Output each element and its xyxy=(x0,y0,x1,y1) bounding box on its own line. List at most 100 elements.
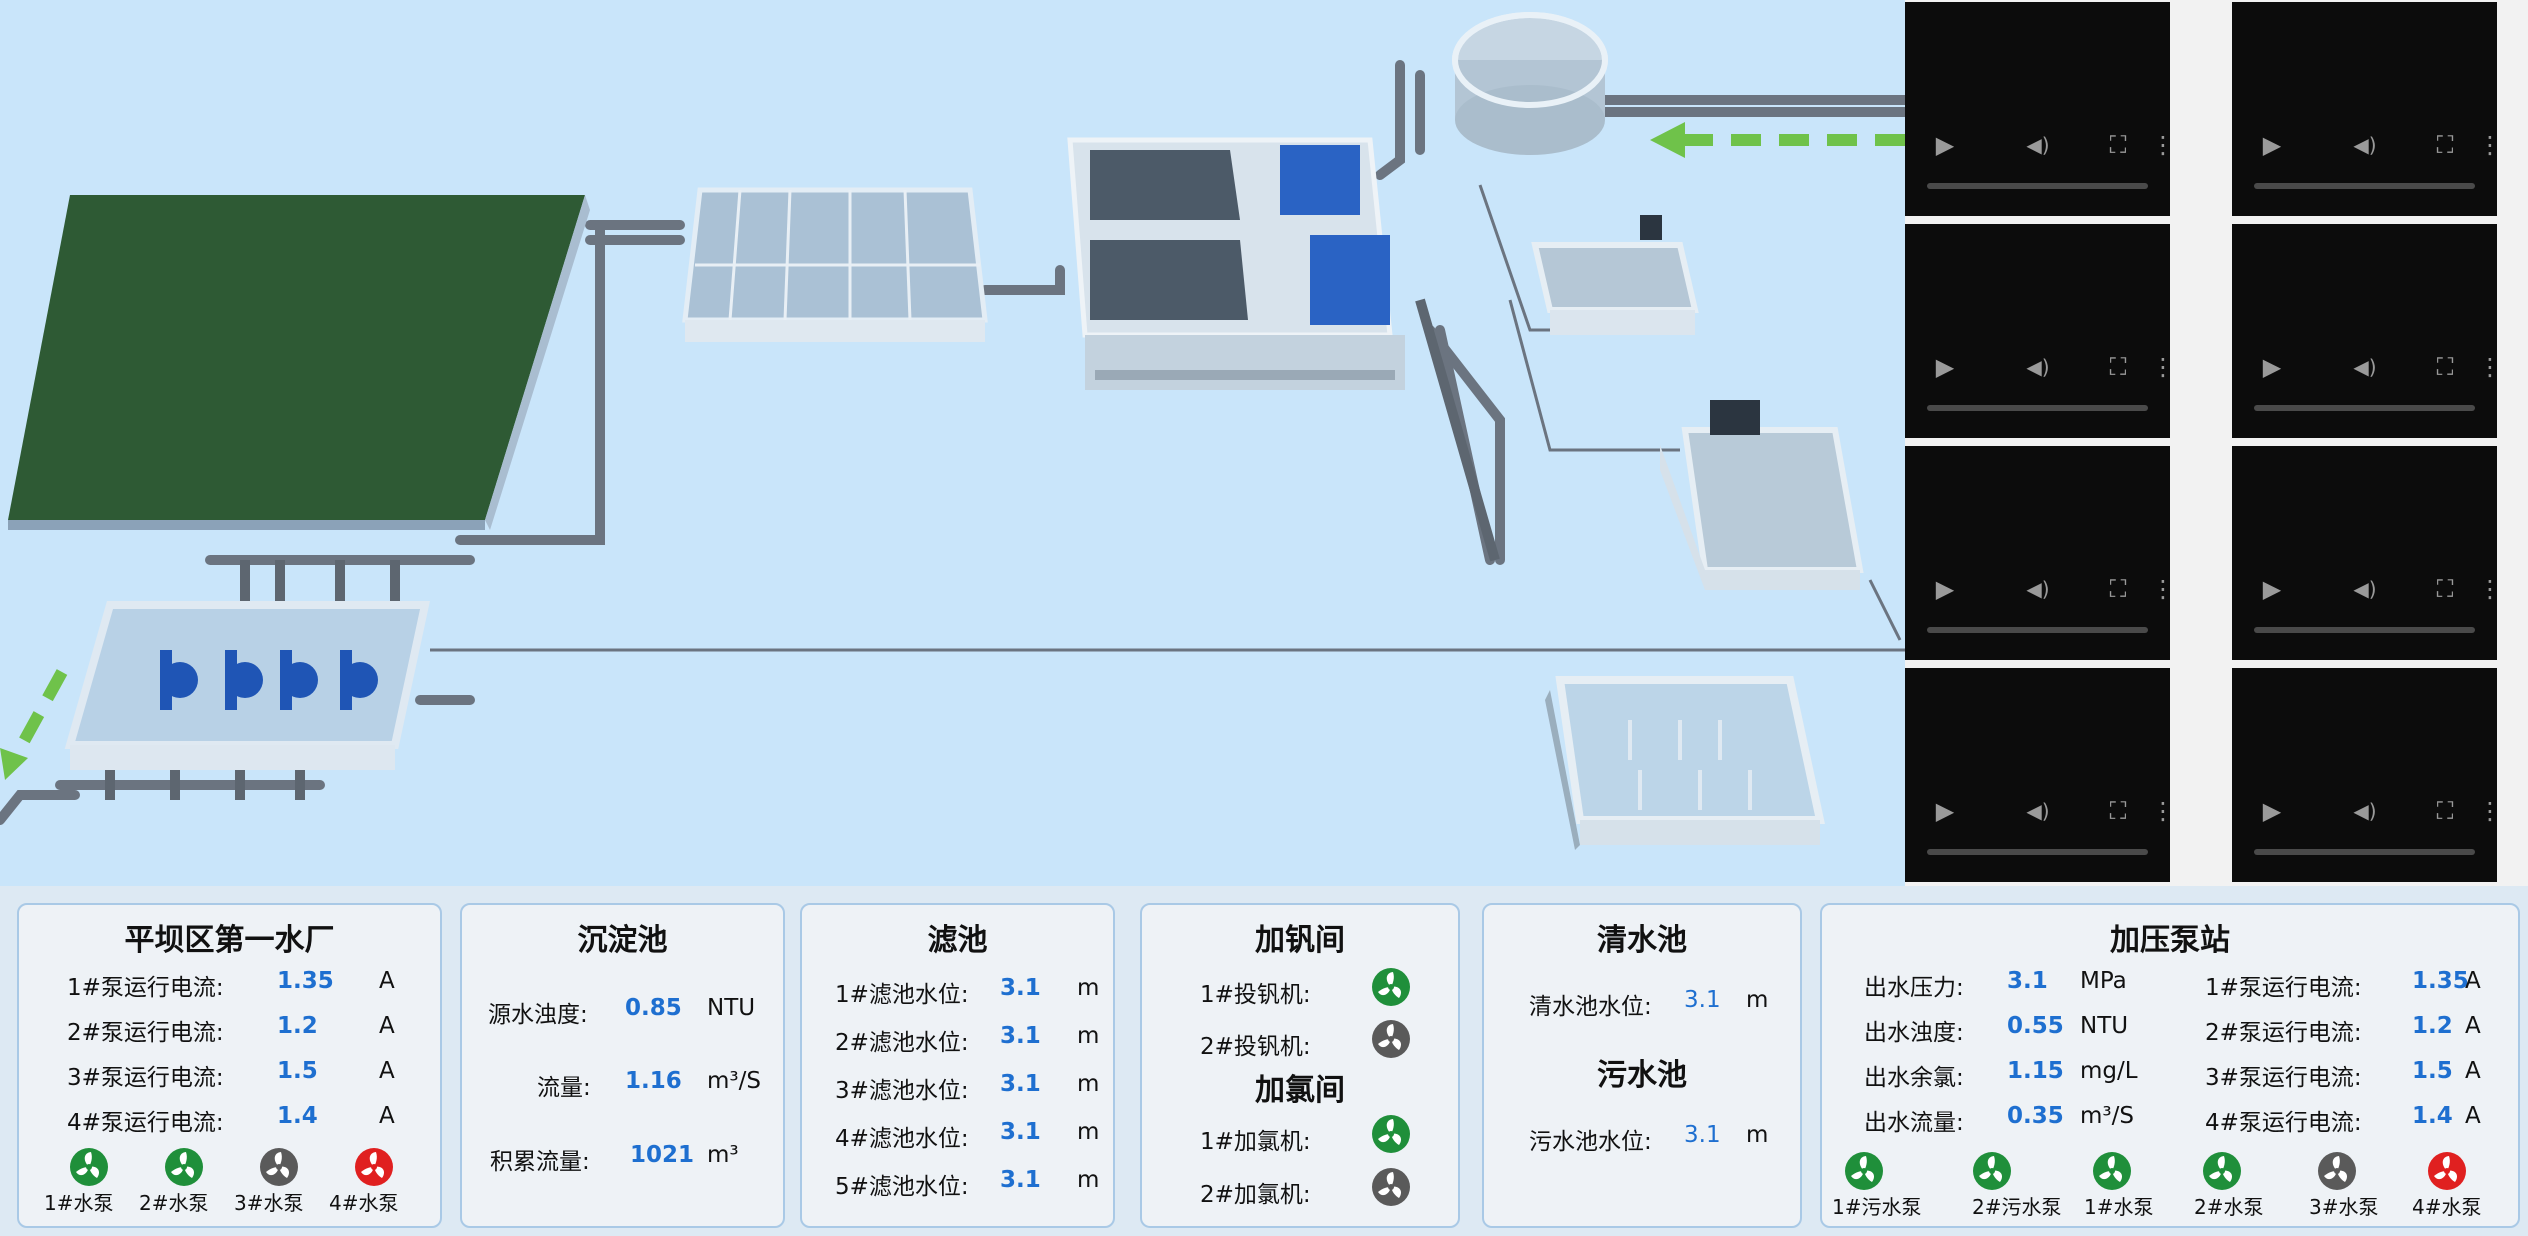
booster-metric-label: 出水流量: xyxy=(1864,1110,1964,1136)
play-icon[interactable]: ▶ xyxy=(1935,131,1955,159)
fullscreen-icon[interactable]: ⛶ xyxy=(2109,353,2127,381)
volume-icon[interactable]: ◀) xyxy=(2026,133,2050,157)
chlorinator-label: 2#加氯机: xyxy=(1200,1182,1311,1208)
filter-level-label: 2#滤池水位: xyxy=(835,1030,969,1056)
play-icon[interactable]: ▶ xyxy=(2262,353,2282,381)
more-icon[interactable]: ⋮ xyxy=(2478,131,2497,159)
sewage-level-label: 污水池水位: xyxy=(1529,1129,1652,1155)
booster-current-label: 1#泵运行电流: xyxy=(2205,975,2362,1001)
sed-label: 流量: xyxy=(537,1075,591,1101)
booster-pump-fan-3[interactable] xyxy=(2092,1151,2132,1191)
video-progress-bar[interactable] xyxy=(1927,183,2148,189)
more-icon[interactable]: ⋮ xyxy=(2478,575,2497,603)
camera-video-4[interactable]: ▶ ◀) ⛶ ⋮ xyxy=(2232,224,2497,438)
camera-video-8[interactable]: ▶ ◀) ⛶ ⋮ xyxy=(2232,668,2497,882)
camera-video-7[interactable]: ▶ ◀) ⛶ ⋮ xyxy=(1905,668,2170,882)
fullscreen-icon[interactable]: ⛶ xyxy=(2436,131,2454,159)
more-icon[interactable]: ⋮ xyxy=(2151,575,2170,603)
booster-pump-fan-6[interactable] xyxy=(2427,1151,2467,1191)
pump-fan-2[interactable] xyxy=(164,1147,204,1187)
video-progress-bar[interactable] xyxy=(2254,849,2475,855)
booster-current-label: 3#泵运行电流: xyxy=(2205,1065,2362,1091)
filter-level-label: 4#滤池水位: xyxy=(835,1126,969,1152)
filter-level-value: 3.1 xyxy=(1000,975,1041,1001)
camera-video-2[interactable]: ▶ ◀) ⛶ ⋮ xyxy=(2232,2,2497,216)
fan-icon xyxy=(2318,1152,2356,1190)
plant-3d-scene xyxy=(0,12,1905,850)
booster-pump-fan-1[interactable] xyxy=(1844,1151,1884,1191)
fan-icon xyxy=(2428,1152,2466,1190)
sed-value: 0.85 xyxy=(625,995,682,1021)
camera-video-3[interactable]: ▶ ◀) ⛶ ⋮ xyxy=(1905,224,2170,438)
alum-feeder-2-status[interactable] xyxy=(1371,1019,1411,1059)
pump-label: 2#水泵 xyxy=(2194,1195,2264,1219)
clear-water-level-value: 3.1 xyxy=(1684,987,1721,1013)
chlorinator-1-status[interactable] xyxy=(1371,1114,1411,1154)
fan-icon xyxy=(1372,1020,1410,1058)
play-icon[interactable]: ▶ xyxy=(2262,797,2282,825)
volume-icon[interactable]: ◀) xyxy=(2026,577,2050,601)
video-controls: ▶ ◀) ⛶ ⋮ xyxy=(1905,127,2170,189)
camera-video-6[interactable]: ▶ ◀) ⛶ ⋮ xyxy=(2232,446,2497,660)
fullscreen-icon[interactable]: ⛶ xyxy=(2436,575,2454,603)
volume-icon[interactable]: ◀) xyxy=(2026,355,2050,379)
more-icon[interactable]: ⋮ xyxy=(2151,797,2170,825)
fullscreen-icon[interactable]: ⛶ xyxy=(2109,575,2127,603)
fullscreen-icon[interactable]: ⛶ xyxy=(2109,797,2127,825)
sed-unit: m³ xyxy=(707,1142,739,1168)
play-icon[interactable]: ▶ xyxy=(1935,797,1955,825)
booster-current-unit: A xyxy=(2465,1103,2481,1129)
fullscreen-icon[interactable]: ⛶ xyxy=(2436,797,2454,825)
video-progress-bar[interactable] xyxy=(2254,405,2475,411)
fullscreen-icon[interactable]: ⛶ xyxy=(2436,353,2454,381)
sed-unit: NTU xyxy=(707,995,756,1021)
pump-label: 1#水泵 xyxy=(44,1191,114,1215)
play-icon[interactable]: ▶ xyxy=(1935,353,1955,381)
video-progress-bar[interactable] xyxy=(1927,849,2148,855)
more-icon[interactable]: ⋮ xyxy=(2151,131,2170,159)
booster-pump-fan-4[interactable] xyxy=(2202,1151,2242,1191)
volume-icon[interactable]: ◀) xyxy=(2353,799,2377,823)
filter-level-label: 5#滤池水位: xyxy=(835,1174,969,1200)
pump-fan-1[interactable] xyxy=(69,1147,109,1187)
booster-pump-fan-2[interactable] xyxy=(1972,1151,2012,1191)
more-icon[interactable]: ⋮ xyxy=(2478,797,2497,825)
video-progress-bar[interactable] xyxy=(2254,183,2475,189)
video-progress-bar[interactable] xyxy=(1927,627,2148,633)
booster-pump-fan-5[interactable] xyxy=(2317,1151,2357,1191)
filter-level-unit: m xyxy=(1077,1119,1100,1145)
chlorinator-2-status[interactable] xyxy=(1371,1167,1411,1207)
booster-metric-label: 出水压力: xyxy=(1864,975,1964,1001)
filter-level-unit: m xyxy=(1077,1167,1100,1193)
play-icon[interactable]: ▶ xyxy=(1935,575,1955,603)
volume-icon[interactable]: ◀) xyxy=(2353,355,2377,379)
fan-icon xyxy=(355,1148,393,1186)
fullscreen-icon[interactable]: ⛶ xyxy=(2109,131,2127,159)
pump-fan-3[interactable] xyxy=(259,1147,299,1187)
fan-icon xyxy=(1372,968,1410,1006)
alum-feeder-label: 1#投钒机: xyxy=(1200,982,1311,1008)
play-icon[interactable]: ▶ xyxy=(2262,131,2282,159)
camera-video-5[interactable]: ▶ ◀) ⛶ ⋮ xyxy=(1905,446,2170,660)
volume-icon[interactable]: ◀) xyxy=(2353,577,2377,601)
camera-video-1[interactable]: ▶ ◀) ⛶ ⋮ xyxy=(1905,2,2170,216)
sed-label: 积累流量: xyxy=(490,1149,590,1175)
fan-icon xyxy=(2203,1152,2241,1190)
video-controls: ▶ ◀) ⛶ ⋮ xyxy=(2232,349,2497,411)
more-icon[interactable]: ⋮ xyxy=(2478,353,2497,381)
volume-icon[interactable]: ◀) xyxy=(2026,799,2050,823)
plant-scene-drawing xyxy=(0,12,1905,850)
volume-icon[interactable]: ◀) xyxy=(2353,133,2377,157)
filter-level-label: 1#滤池水位: xyxy=(835,982,969,1008)
booster-current-unit: A xyxy=(2465,1058,2481,1084)
video-progress-bar[interactable] xyxy=(2254,627,2475,633)
booster-current-unit: A xyxy=(2465,1013,2481,1039)
alum-feeder-1-status[interactable] xyxy=(1371,967,1411,1007)
pump-fan-4[interactable] xyxy=(354,1147,394,1187)
play-icon[interactable]: ▶ xyxy=(2262,575,2282,603)
more-icon[interactable]: ⋮ xyxy=(2151,353,2170,381)
video-progress-bar[interactable] xyxy=(1927,405,2148,411)
